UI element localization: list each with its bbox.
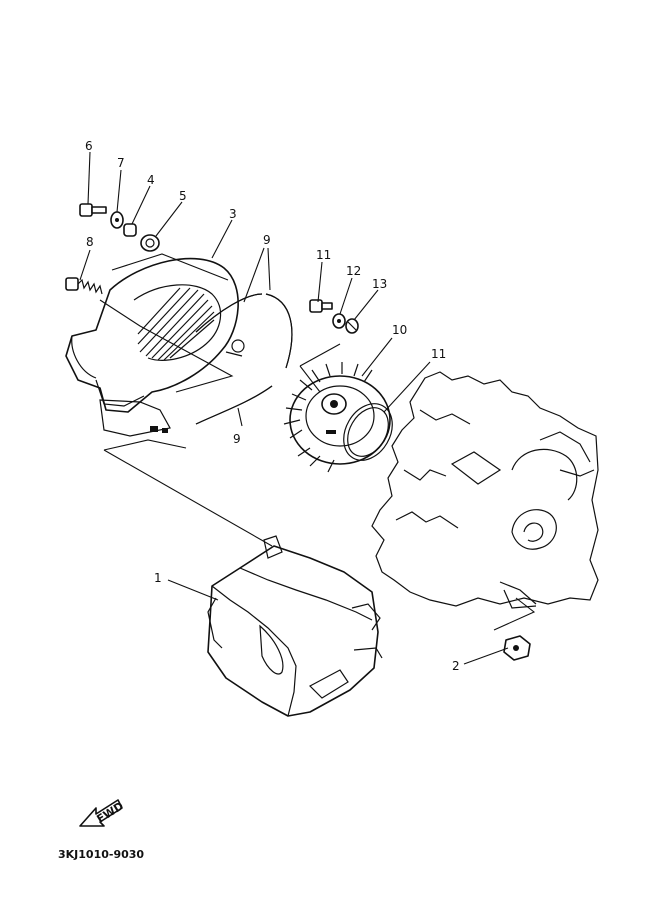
callout-labels: 6 7 4 5 3 8 9 9 11 12 13 10 11 1 2 xyxy=(85,139,460,673)
callout-10: 10 xyxy=(392,323,407,337)
callout-9-bottom: 9 xyxy=(233,432,241,446)
fan-cover-part xyxy=(65,257,245,437)
callout-12: 11 xyxy=(316,248,331,262)
callout-13: 12 xyxy=(346,264,361,278)
fastener-parts xyxy=(65,203,160,295)
o-ring-part xyxy=(343,403,393,461)
leader-lines xyxy=(79,151,536,665)
callout-2: 2 xyxy=(452,659,460,673)
fwd-label: FWD xyxy=(94,799,125,825)
callout-5: 5 xyxy=(179,189,187,203)
flywheel-fasteners xyxy=(309,299,359,334)
cooling-fan-part xyxy=(283,362,391,473)
callout-1: 1 xyxy=(154,571,162,585)
fwd-arrow-icon: FWD xyxy=(79,799,126,827)
callout-4: 4 xyxy=(147,173,155,187)
callout-7: 7 xyxy=(117,156,125,170)
callout-9-top: 9 xyxy=(263,233,271,247)
air-shroud-part xyxy=(207,535,383,717)
fan-cover-grille xyxy=(137,287,215,361)
callout-14: 13 xyxy=(372,277,387,291)
callout-8: 8 xyxy=(86,235,94,249)
callout-3: 3 xyxy=(229,207,237,221)
callout-11: 11 xyxy=(431,347,446,361)
callout-6: 6 xyxy=(85,139,93,153)
nut-part xyxy=(503,635,531,661)
engine-crankcase-outline xyxy=(371,371,599,609)
hose-parts xyxy=(195,293,293,425)
diagram-code: 3KJ1010-9030 xyxy=(58,848,144,861)
